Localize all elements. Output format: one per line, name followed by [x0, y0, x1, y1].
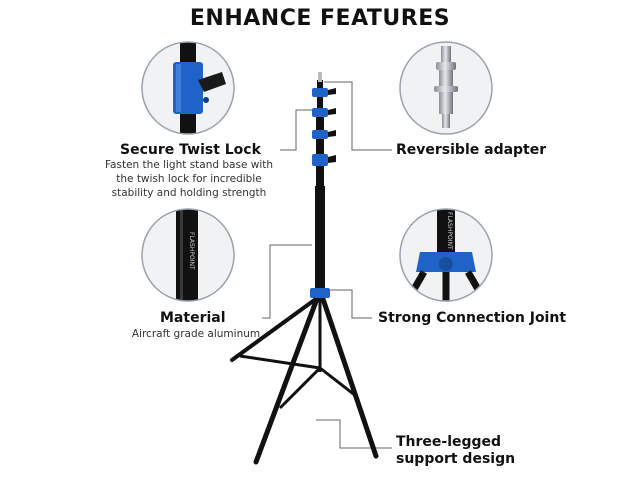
legs-title: Three-legged support design	[396, 434, 515, 468]
twist-lock-title: Secure Twist Lock	[120, 142, 261, 158]
adapter-title: Reversible adapter	[396, 142, 547, 158]
leader-twist-lock	[280, 109, 316, 151]
joint-closeup: FLASHPOINT	[399, 208, 493, 302]
leader-legs	[316, 419, 392, 449]
joint-title: Strong Connection Joint	[378, 310, 567, 326]
joint-brand-mark: FLASHPOINT	[446, 212, 453, 250]
page-title: ENHANCE FEATURES	[189, 6, 451, 31]
material-description: Aircraft grade aluminum	[131, 328, 261, 340]
twist-lock-description-line: stability and holding strength	[111, 187, 267, 199]
twist-lock-description-line: Fasten the light stand base with	[104, 159, 274, 171]
light-stand	[230, 72, 379, 465]
material-brand-mark: FLASHPOINT	[188, 232, 195, 270]
leader-lines	[262, 81, 392, 449]
legs-title-line: Three-legged	[396, 434, 502, 450]
leader-joint	[330, 289, 372, 319]
material-title: Material	[160, 310, 226, 326]
material-closeup: FLASHPOINT	[141, 208, 235, 302]
legs-title-line: support design	[396, 451, 516, 467]
leader-material	[262, 244, 312, 319]
adapter-closeup	[399, 41, 493, 135]
twist-lock-description: Fasten the light stand base with the twi…	[96, 158, 282, 200]
twist-lock-description-line: the twish lock for incredible	[116, 173, 262, 185]
leader-adapter	[324, 81, 392, 151]
twist-lock-closeup	[141, 41, 235, 135]
